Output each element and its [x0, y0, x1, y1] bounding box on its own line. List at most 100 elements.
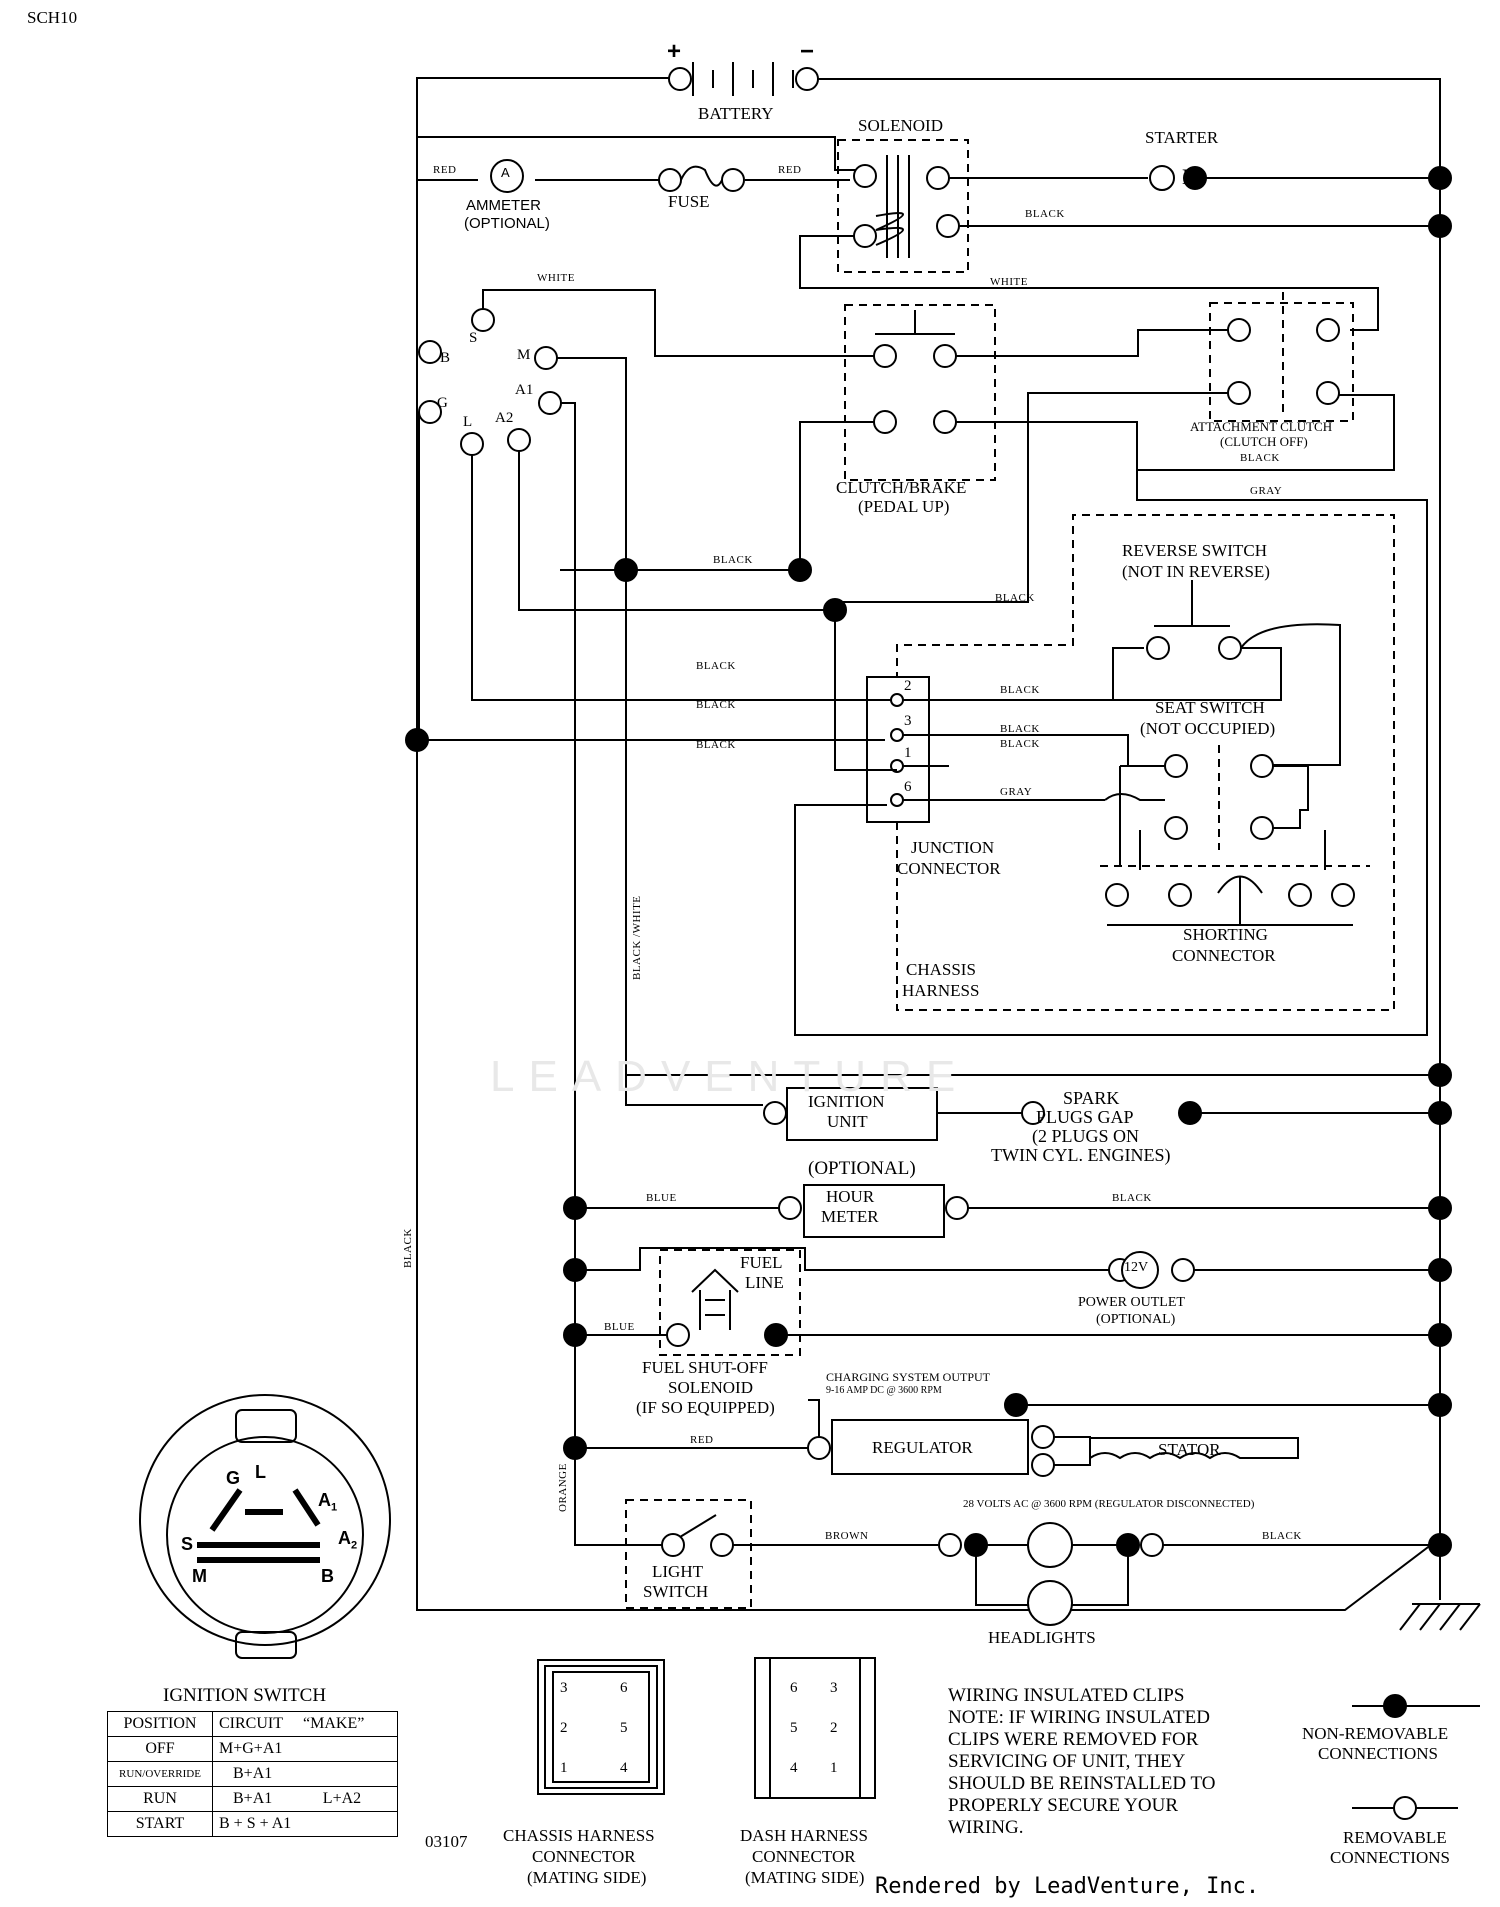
wire-black-6: BLACK	[696, 699, 736, 711]
wire-gray-2: GRAY	[1000, 786, 1033, 798]
ignition-unit-line2: UNIT	[827, 1112, 868, 1131]
power-outlet-line2: (OPTIONAL)	[1096, 1312, 1176, 1327]
chassis-connector-line1: CHASSIS HARNESS	[503, 1826, 655, 1845]
chassis-pin: 1	[560, 1760, 568, 1776]
fuse-symbol	[680, 165, 723, 187]
wire-orange: ORANGE	[557, 1463, 569, 1512]
fuel-line2: LINE	[745, 1273, 784, 1292]
row-circuit: B+A1	[211, 1786, 317, 1812]
terminal-b: B	[440, 350, 451, 366]
power-outlet-line1: POWER OUTLET	[1078, 1295, 1185, 1310]
solenoid-box	[837, 139, 969, 273]
attachment-clutch-box	[1209, 302, 1354, 422]
wire-black-8: BLACK	[1000, 684, 1040, 696]
headlights-label: HEADLIGHTS	[988, 1628, 1096, 1647]
note-line: WIRING.	[948, 1817, 1024, 1838]
note-line: SERVICING OF UNIT, THEY	[948, 1751, 1186, 1772]
row-extra: L+A2	[316, 1786, 398, 1812]
attachment-clutch-line2: (CLUTCH OFF)	[1220, 434, 1308, 449]
seat-switch-line2: (NOT OCCUPIED)	[1140, 719, 1276, 738]
legend-non-removable-2: CONNECTIONS	[1318, 1744, 1438, 1763]
wire-blue-2: BLUE	[604, 1321, 635, 1333]
ground-symbol	[1399, 1556, 1481, 1631]
terminal-g: G	[437, 395, 448, 411]
regulator-label: REGULATOR	[872, 1438, 973, 1457]
dash-pin: 1	[830, 1760, 838, 1776]
terminal-a1: A1	[515, 382, 534, 398]
chassis-harness-box	[896, 514, 1395, 1011]
wire-gray-1: GRAY	[1250, 485, 1283, 497]
watermark: LEADVENTURE	[490, 1052, 970, 1101]
fuse-label: FUSE	[668, 192, 710, 211]
face-a1: A1	[318, 1490, 338, 1514]
row-position: RUN	[107, 1786, 213, 1812]
row-position: START	[107, 1811, 213, 1837]
shorting-line1: SHORTING	[1183, 925, 1268, 944]
starter-label: STARTER	[1145, 128, 1219, 147]
headlight-2	[1027, 1580, 1073, 1626]
dash-connector-line1: DASH HARNESS	[740, 1826, 868, 1845]
junction-pin-2: 2	[904, 678, 912, 694]
chassis-connector-line2: CONNECTOR	[532, 1847, 636, 1866]
face-g: G	[226, 1468, 241, 1488]
clutch-brake-line1: CLUTCH/BRAKE	[836, 478, 967, 497]
seat-switch-line1: SEAT SWITCH	[1155, 698, 1265, 717]
wire-red-2: RED	[778, 164, 802, 176]
junction-line2: CONNECTOR	[897, 859, 1001, 878]
dash-pin: 5	[790, 1720, 798, 1736]
dash-pin: 3	[830, 1680, 838, 1696]
power-outlet-symbol-text: 12V	[1124, 1260, 1149, 1275]
header-position: POSITION	[107, 1711, 213, 1737]
dash-pin: 2	[830, 1720, 838, 1736]
legend-removable-1: REMOVABLE	[1343, 1828, 1447, 1847]
wire-black-7: BLACK	[696, 739, 736, 751]
ground-bus-wire	[416, 77, 1441, 1611]
regulator-box	[831, 1419, 1029, 1475]
clutch-brake-line2: (PEDAL UP)	[858, 497, 950, 516]
attachment-clutch-line1: ATTACHMENT CLUTCH	[1190, 419, 1333, 434]
junction-pin-6: 6	[904, 779, 912, 795]
battery-symbol	[668, 62, 1440, 96]
chassis-pin: 6	[620, 1680, 628, 1696]
wire-black-5: BLACK	[696, 660, 736, 672]
terminal-m: M	[517, 347, 531, 363]
header-circuit-make: CIRCUIT “MAKE”	[212, 1711, 398, 1737]
battery-label: BATTERY	[698, 104, 774, 123]
note-line: SHOULD BE REINSTALLED TO	[948, 1773, 1216, 1794]
terminal-a2: A2	[495, 410, 514, 426]
dash-pin: 6	[790, 1680, 798, 1696]
legend-removable-2: CONNECTIONS	[1330, 1848, 1450, 1867]
wire-blue-1: BLUE	[646, 1192, 677, 1204]
note-line: CLIPS WERE REMOVED FOR	[948, 1729, 1199, 1750]
row-position: RUN/OVERRIDE	[107, 1761, 213, 1787]
starter-motor	[1149, 165, 1175, 191]
fuel-solenoid-line2: SOLENOID	[668, 1378, 753, 1397]
fuel-solenoid-box	[659, 1249, 801, 1356]
table-row: START B + S + A1	[107, 1811, 398, 1837]
wire-black-4: BLACK	[995, 592, 1035, 604]
table-row: RUN B+A1 L+A2	[107, 1786, 398, 1812]
note-line: PROPERLY SECURE YOUR	[948, 1795, 1179, 1816]
dash-connector-line3: (MATING SIDE)	[745, 1868, 865, 1887]
doc-code: SCH10	[27, 8, 78, 27]
hour-meter-optional: (OPTIONAL)	[808, 1158, 916, 1179]
row-circuit: M+G+A1	[212, 1736, 398, 1762]
wire-red-1: RED	[433, 164, 457, 176]
ammeter-symbol-text: A	[501, 165, 510, 180]
hour-meter-line1: HOUR	[826, 1187, 875, 1206]
ignition-switch-terminals	[418, 308, 562, 456]
ammeter-symbol	[490, 159, 524, 193]
chassis-pin: 4	[620, 1760, 628, 1776]
wire-red-3: RED	[690, 1434, 714, 1446]
wire-white-2: WHITE	[990, 276, 1028, 288]
face-a2: A2	[338, 1528, 358, 1552]
wire-black-2: BLACK	[1240, 452, 1280, 464]
wire-black-white: BLACK /WHITE	[631, 895, 643, 980]
ignition-switch-face	[139, 1394, 391, 1659]
chassis-pin: 3	[560, 1680, 568, 1696]
part-number: 03107	[425, 1832, 468, 1851]
light-switch-box	[625, 1499, 752, 1609]
fuel-solenoid-line1: FUEL SHUT-OFF	[642, 1358, 768, 1377]
note-title: WIRING INSULATED CLIPS	[948, 1685, 1185, 1706]
chassis-harness-line2: HARNESS	[902, 981, 980, 1000]
